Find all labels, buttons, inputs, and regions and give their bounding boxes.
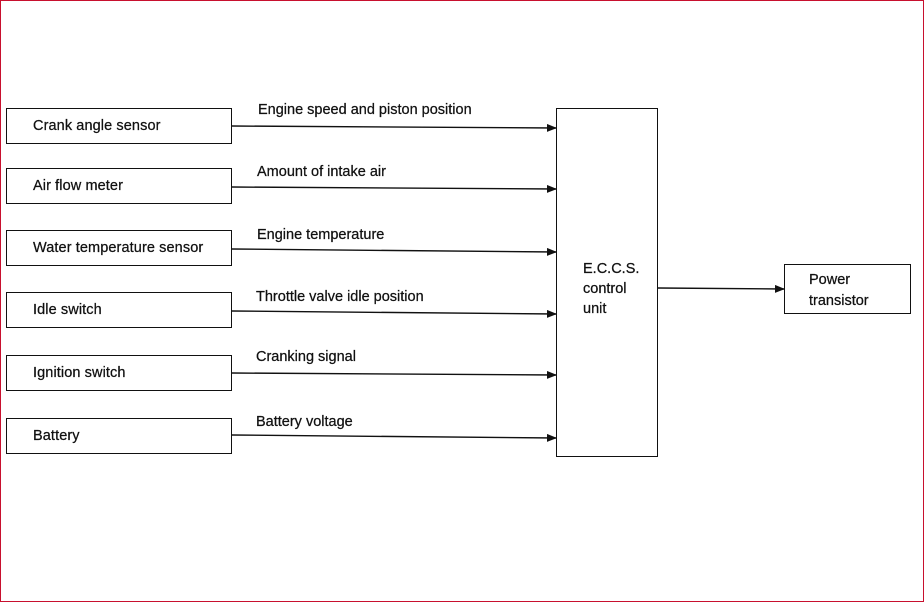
ignition-switch-label: Ignition switch: [33, 365, 126, 381]
power-transistor-line-2: transistor: [809, 293, 869, 309]
signal-battery-voltage: Battery voltage: [256, 414, 353, 430]
eccs-line-1: E.C.C.S.: [583, 261, 640, 277]
arrow-air-flow: [231, 184, 557, 193]
power-transistor-box: Power transistor: [784, 264, 911, 314]
battery-box: Battery: [6, 418, 232, 454]
arrow-ignition-switch: [231, 370, 557, 379]
ignition-switch-box: Ignition switch: [6, 355, 232, 391]
arrow-crank-angle: [231, 123, 557, 132]
eccs-control-unit-label: E.C.C.S. control unit: [583, 259, 640, 319]
eccs-control-unit-box: E.C.C.S. control unit: [556, 108, 658, 457]
arrow-battery: [231, 433, 557, 442]
air-flow-meter-box: Air flow meter: [6, 168, 232, 204]
arrow-water-temperature: [231, 247, 557, 256]
eccs-line-3: unit: [583, 301, 607, 317]
crank-angle-sensor-box: Crank angle sensor: [6, 108, 232, 144]
battery-label: Battery: [33, 428, 80, 444]
signal-throttle-idle: Throttle valve idle position: [256, 289, 424, 305]
eccs-line-2: control: [583, 281, 627, 297]
signal-engine-temperature: Engine temperature: [257, 227, 385, 243]
air-flow-meter-label: Air flow meter: [33, 178, 124, 194]
idle-switch-box: Idle switch: [6, 292, 232, 328]
crank-angle-sensor-label: Crank angle sensor: [33, 118, 161, 134]
power-transistor-line-1: Power: [809, 272, 851, 288]
water-temperature-sensor-box: Water temperature sensor: [6, 230, 232, 266]
signal-cranking: Cranking signal: [256, 349, 356, 365]
arrow-idle-switch: [231, 309, 557, 318]
idle-switch-label: Idle switch: [33, 302, 102, 318]
water-temperature-sensor-label: Water temperature sensor: [33, 240, 204, 256]
signal-intake-air: Amount of intake air: [257, 164, 386, 180]
arrow-to-power-transistor: [657, 284, 785, 293]
signal-engine-speed: Engine speed and piston position: [258, 102, 472, 118]
